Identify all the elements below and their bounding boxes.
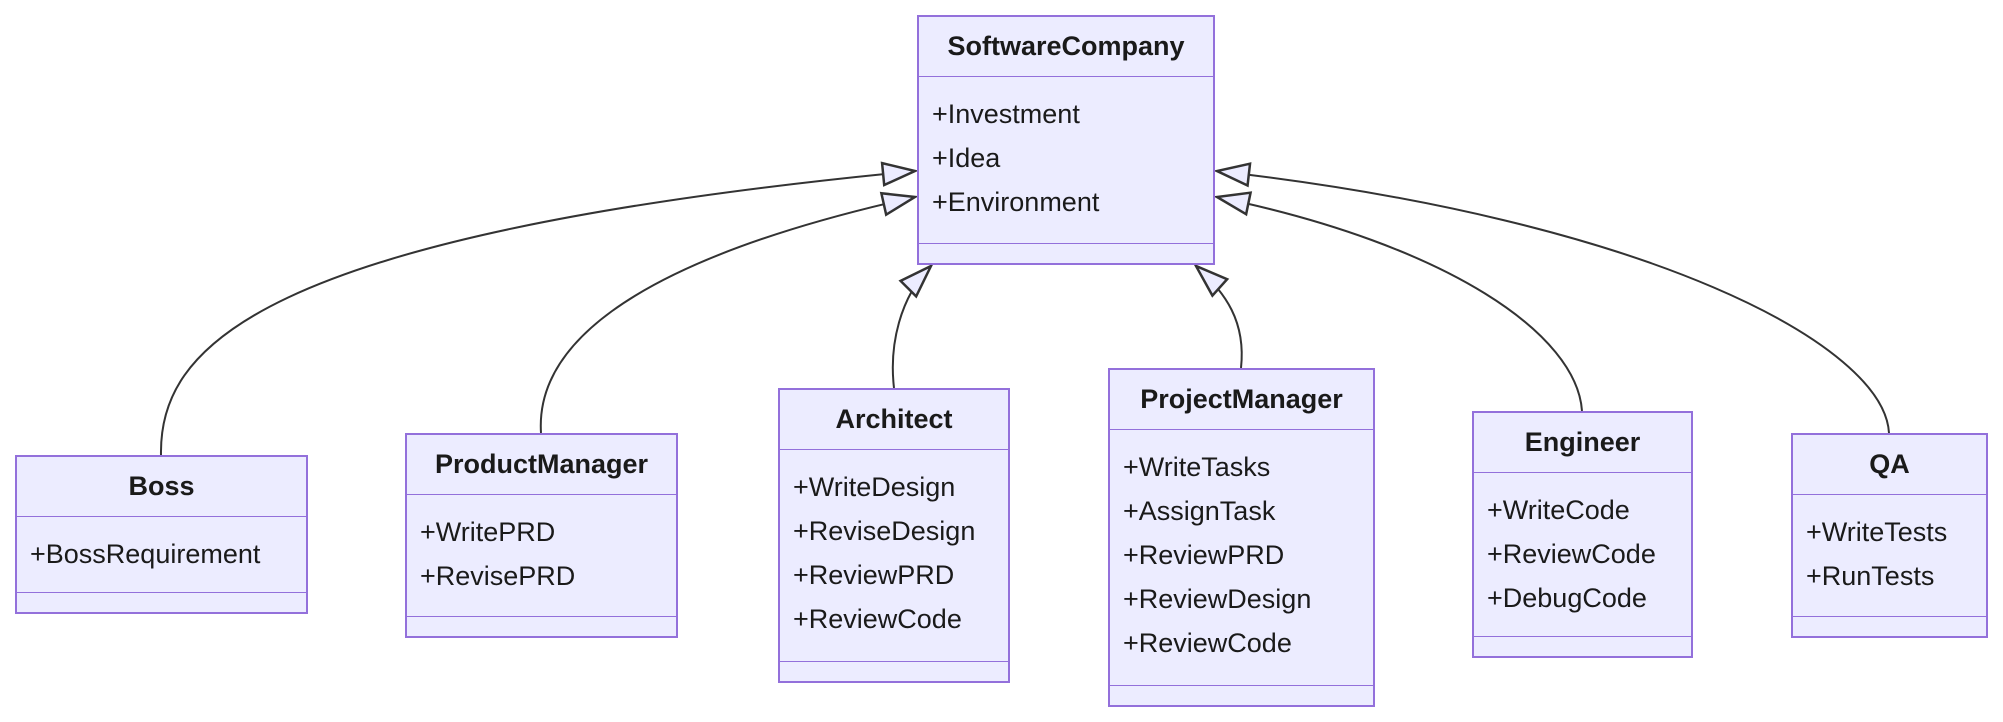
class-attribute: +Investment bbox=[932, 99, 1080, 129]
class-attribute: +ReviewDesign bbox=[1123, 584, 1312, 614]
class-attributes: +BossRequirement bbox=[17, 517, 306, 592]
class-attribute: +WriteTasks bbox=[1123, 452, 1271, 482]
class-attributes: +WritePRD +RevisePRD bbox=[407, 495, 676, 616]
class-attribute: +RevisePRD bbox=[420, 561, 576, 591]
class-title: Boss bbox=[17, 457, 306, 517]
class-attribute: +WritePRD bbox=[420, 517, 556, 547]
class-methods-empty bbox=[1793, 616, 1986, 636]
class-attributes: +WriteCode +ReviewCode +DebugCode bbox=[1474, 473, 1691, 636]
class-attribute: +ReviewPRD bbox=[1123, 540, 1285, 570]
class-attribute: +Environment bbox=[932, 187, 1100, 217]
class-attribute: +WriteDesign bbox=[793, 472, 956, 502]
class-node-architect: Architect +WriteDesign +ReviseDesign +Re… bbox=[778, 388, 1010, 683]
class-attribute: +ReviseDesign bbox=[793, 516, 976, 546]
class-attribute: +ReviewPRD bbox=[793, 560, 955, 590]
class-methods-empty bbox=[919, 243, 1213, 263]
class-attribute: +AssignTask bbox=[1123, 496, 1276, 526]
class-attribute: +BossRequirement bbox=[30, 539, 261, 569]
class-attribute: +DebugCode bbox=[1487, 583, 1647, 613]
class-attribute: +Idea bbox=[932, 143, 1001, 173]
class-attribute: +WriteTests bbox=[1806, 517, 1948, 547]
class-node-softwarecompany: SoftwareCompany +Investment +Idea +Envir… bbox=[917, 15, 1215, 265]
class-attribute: +RunTests bbox=[1806, 561, 1935, 591]
class-methods-empty bbox=[407, 616, 676, 636]
class-node-engineer: Engineer +WriteCode +ReviewCode +DebugCo… bbox=[1472, 411, 1693, 658]
class-title: QA bbox=[1793, 435, 1986, 495]
class-methods-empty bbox=[1474, 636, 1691, 656]
class-attribute: +ReviewCode bbox=[1123, 628, 1292, 658]
class-title: ProductManager bbox=[407, 435, 676, 495]
class-attributes: +WriteDesign +ReviseDesign +ReviewPRD +R… bbox=[780, 450, 1008, 661]
class-node-projectmanager: ProjectManager +WriteTasks +AssignTask +… bbox=[1108, 368, 1375, 707]
class-title: ProjectManager bbox=[1110, 370, 1373, 430]
class-attribute: +WriteCode bbox=[1487, 495, 1630, 525]
class-title: Engineer bbox=[1474, 413, 1691, 473]
class-attribute: +ReviewCode bbox=[793, 604, 962, 634]
class-attributes: +WriteTests +RunTests bbox=[1793, 495, 1986, 616]
class-node-boss: Boss +BossRequirement bbox=[15, 455, 308, 614]
class-node-productmanager: ProductManager +WritePRD +RevisePRD bbox=[405, 433, 678, 638]
class-methods-empty bbox=[780, 661, 1008, 681]
class-title: Architect bbox=[780, 390, 1008, 450]
class-methods-empty bbox=[17, 592, 306, 612]
class-node-qa: QA +WriteTests +RunTests bbox=[1791, 433, 1988, 638]
edge-boss-to-softwarecompany bbox=[159, 161, 919, 456]
edge-productmanager-to-softwarecompany bbox=[539, 191, 919, 434]
class-attribute: +ReviewCode bbox=[1487, 539, 1656, 569]
class-title: SoftwareCompany bbox=[919, 17, 1213, 77]
class-attributes: +WriteTasks +AssignTask +ReviewPRD +Revi… bbox=[1110, 430, 1373, 685]
edge-projectmanager-to-softwarecompany bbox=[1193, 263, 1243, 369]
class-methods-empty bbox=[1110, 685, 1373, 705]
edge-engineer-to-softwarecompany bbox=[1213, 191, 1583, 412]
edge-qa-to-softwarecompany bbox=[1213, 162, 1890, 434]
edge-architect-to-softwarecompany bbox=[891, 263, 934, 389]
class-attributes: +Investment +Idea +Environment bbox=[919, 77, 1213, 243]
